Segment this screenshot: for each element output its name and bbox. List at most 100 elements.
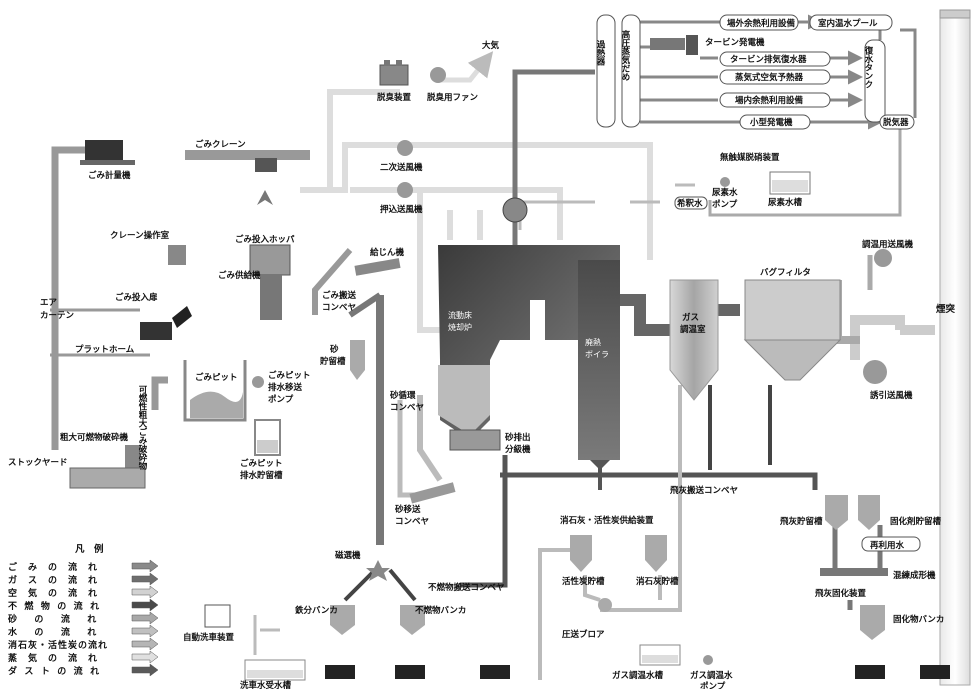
deodor-label: 脱臭装置	[377, 92, 412, 103]
sand-section: 砂 貯留槽 砂循環 コンベヤ 砂排出 分級機 砂移送 コンベヤ	[320, 340, 531, 527]
lime-supply-label: 消石灰・活性炭供給装置	[560, 515, 654, 526]
forced-fan-label: 押込送風機	[380, 204, 423, 215]
turbine-gen-label: タービン発電機	[705, 37, 765, 48]
superheater	[597, 15, 615, 127]
solidifier-label: 飛灰固化装置	[814, 588, 867, 599]
iron-bunker-label: 鉄分バンカ	[295, 605, 338, 616]
denox-section: 無触媒脱硝装置 尿素水槽 尿素水 ポンプ 希釈水	[675, 152, 810, 210]
door-label: ごみ投入扉	[115, 292, 158, 303]
solid-tank-label: 固化剤貯留槽	[890, 516, 942, 527]
lime-tank	[645, 535, 667, 572]
conveyor-label-1: ごみ搬送	[322, 290, 357, 301]
legend-item-arrow	[132, 664, 158, 676]
gas-cool-label-2: 調温室	[680, 324, 706, 335]
legend-item-label: 消石灰・活性炭の流れ	[8, 639, 108, 651]
urea-pump-label-2: ポンプ	[712, 199, 738, 210]
gas-water-label: ガス調温水槽	[612, 670, 664, 681]
lime-tank-label: 消石灰貯槽	[636, 576, 679, 587]
steam-section: 過熱器 高圧蒸気だめ 場外余熱利用設備 室内温水プール タービン発電機 タービン…	[595, 15, 914, 129]
sand-tank-label-2: 貯留槽	[320, 356, 346, 367]
legend-item-arrow	[132, 651, 158, 663]
condensate-tank-label: 復水タンク	[863, 45, 874, 88]
temp-fan-label: 調温用送風機	[862, 239, 914, 250]
sand-tank	[350, 340, 365, 380]
legend-item-label: 空 気 の 流 れ	[8, 587, 98, 599]
truck-scale-truck	[85, 140, 123, 160]
boiler-drum	[503, 198, 527, 222]
platform-label: プラットホーム	[75, 344, 135, 355]
dilute-label: 希釈水	[677, 198, 703, 209]
crushed-label: 可燃性粗大ごみ破砕物	[137, 385, 147, 471]
sand-cycle-label-2: コンベヤ	[390, 403, 425, 413]
stack-label: 煙突	[936, 303, 956, 315]
pool-label: 室内温水プール	[818, 18, 878, 29]
stock-yard-label: ストックヤード	[8, 457, 68, 468]
gas-pump	[703, 655, 713, 665]
fly-tank-label: 飛灰貯留槽	[779, 516, 823, 527]
secondary-fan	[397, 140, 413, 156]
hopper-label: ごみ投入ホッパ	[235, 234, 295, 245]
legend: 凡 例 ご み の 流 れガ ス の 流 れ空 気 の 流 れ不 燃 物 の 流…	[8, 543, 158, 677]
gas-cool-label-1: ガス	[682, 312, 699, 323]
induced-fan-label: 誘引送風機	[870, 390, 913, 401]
bag-label: バグフィルタ	[760, 267, 811, 278]
air-curtain-label-2: カーテン	[40, 311, 75, 321]
crusher-label: 粗大可燃物破砕機	[60, 432, 129, 443]
reuse-water-label: 再利用水	[870, 540, 905, 551]
legend-title: 凡 例	[74, 543, 104, 555]
deodor-fan-label: 脱臭用ファン	[427, 92, 479, 103]
pit-pump-label-2: 排水移送	[268, 382, 303, 393]
feeder-chute	[260, 275, 282, 320]
blower-label: 圧送ブロア	[562, 629, 605, 640]
deodor-device	[380, 65, 408, 85]
crane-label: ごみクレーン	[195, 139, 246, 150]
boiler-second-pass	[578, 260, 620, 460]
temp-fan	[874, 249, 892, 267]
legend-item-label: ガ ス の 流 れ	[8, 574, 98, 586]
fly-ash-section: 飛灰貯留槽 固化剤貯留槽 再利用水 混練成形機 飛灰固化装置 固化物バンカ	[779, 495, 944, 640]
lime-section: 消石灰・活性炭供給装置 活性炭貯槽 消石灰貯槽 圧送ブロア ガス調温水槽 ガス調…	[560, 515, 733, 689]
truck-icon	[480, 665, 510, 679]
pit-pump-label-3: ポンプ	[268, 394, 294, 405]
fly-tank	[825, 495, 848, 530]
urea-tank-label: 尿素水槽	[768, 197, 803, 208]
sand-conv-label-1: 砂移送	[394, 504, 421, 515]
noncomb-bunker-label: 不燃物バンカ	[415, 605, 466, 616]
bag-filter	[745, 280, 840, 340]
wash-device-label: 自動洗車装置	[183, 632, 235, 643]
ac-tank	[570, 535, 592, 572]
denox-label: 無触媒脱硝装置	[720, 152, 780, 163]
stoker-feed-label: 給じん機	[370, 247, 405, 258]
int-heat-label: 場内余熱利用設備	[735, 95, 804, 106]
pit-pump-label-1: ごみピット	[268, 370, 311, 381]
noncomb-conv-label: 不燃物搬送コンベヤ	[428, 582, 505, 593]
wash-device	[205, 605, 230, 627]
gas-pump-label-2: ポンプ	[700, 681, 726, 689]
ac-tank-label: 活性炭貯槽	[562, 576, 605, 587]
gas-cooler	[670, 280, 718, 400]
deodor-section: 大気 脱臭装置 脱臭用ファン	[377, 40, 500, 103]
legend-item-label: 砂 の 流 れ	[8, 613, 97, 625]
secondary-fan-label: 二次送風機	[380, 162, 423, 173]
small-gen-label: 小型発電機	[749, 117, 793, 128]
sand-cycle-label-1: 砂循環	[389, 390, 416, 401]
sand-sep-label-2: 分級機	[505, 444, 531, 455]
wash-tank-label: 洗車水受水槽	[240, 680, 292, 689]
pit-tank-label-2: 排水貯留槽	[240, 470, 283, 481]
urea-pump-label-1: 尿素水	[712, 187, 738, 198]
truck-icon	[395, 665, 425, 679]
legend-item-label: ダ ス ト の 流 れ	[8, 665, 100, 677]
fly-conv-label: 飛灰搬送コンベヤ	[669, 485, 739, 496]
urea-pump	[720, 177, 730, 187]
sand-sep-label-1: 砂排出	[504, 432, 531, 443]
mixer-label: 混練成形機	[893, 570, 936, 581]
legend-item-arrow	[132, 638, 158, 650]
truck-icon	[855, 665, 885, 679]
legend-item-arrow	[132, 560, 158, 572]
pit-label: ごみピット	[195, 372, 238, 383]
conveyor-label-2: コンベヤ	[322, 303, 357, 313]
pit-pump	[252, 376, 264, 388]
magnet-label: 磁選機	[335, 550, 361, 561]
